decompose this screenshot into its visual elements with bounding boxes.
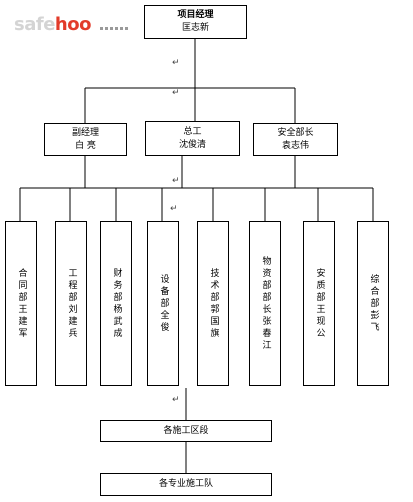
paragraph-mark: ↵ — [170, 204, 178, 214]
logo-dots — [100, 27, 128, 30]
deputy-manager-box: 副经理 白 亮 — [44, 123, 127, 156]
department-label: 技术部郭国旗 — [208, 267, 219, 340]
project-manager-title: 项目经理 — [177, 10, 214, 20]
chief-engineer-title: 总工 — [183, 126, 202, 137]
logo-part-a: safe — [14, 14, 55, 35]
department-box-equipment: 设备部全俊 — [147, 221, 179, 386]
construction-sections-box: 各施工区段 — [100, 420, 272, 442]
deputy-manager-name: 白 亮 — [75, 140, 96, 151]
department-label: 安质部王现公 — [314, 267, 325, 340]
department-box-safety-quality: 安质部王现公 — [303, 221, 335, 386]
deputy-manager-title: 副经理 — [71, 127, 99, 138]
logo-part-b: hoo — [54, 14, 92, 35]
department-box-materials: 物资部部长张春江 — [249, 221, 281, 386]
department-label: 综合部彭飞 — [368, 273, 379, 334]
paragraph-mark: ↵ — [172, 88, 180, 98]
paragraph-mark: ↵ — [172, 176, 180, 186]
department-box-general: 综合部彭飞 — [357, 221, 389, 386]
project-manager-box: 项目经理 匡志新 — [144, 5, 247, 39]
chief-engineer-box: 总工 沈俊清 — [145, 121, 240, 156]
site-logo: safehoo — [14, 14, 91, 35]
department-box-contract: 合同部王建军 — [5, 221, 37, 386]
safety-head-name: 袁志伟 — [281, 140, 309, 151]
specialty-teams-label: 各专业施工队 — [158, 479, 213, 489]
department-label: 合同部王建军 — [16, 267, 27, 340]
department-label: 物资部部长张春江 — [260, 255, 271, 352]
department-box-engineering: 工程部刘建兵 — [55, 221, 87, 386]
paragraph-mark: ↵ — [172, 395, 180, 405]
safety-head-box: 安全部长 袁志伟 — [253, 123, 338, 156]
specialty-teams-box: 各专业施工队 — [100, 473, 272, 496]
construction-sections-label: 各施工区段 — [163, 425, 209, 436]
department-label: 财务部杨武成 — [111, 267, 122, 340]
paragraph-mark: ↵ — [172, 58, 180, 68]
project-manager-name: 匡志新 — [181, 23, 209, 33]
department-label: 设备部全俊 — [158, 273, 169, 334]
chief-engineer-name: 沈俊清 — [178, 139, 206, 150]
department-label: 工程部刘建兵 — [66, 267, 77, 340]
department-box-technical: 技术部郭国旗 — [197, 221, 229, 386]
department-box-finance: 财务部杨武成 — [100, 221, 132, 386]
safety-head-title: 安全部长 — [277, 127, 314, 138]
